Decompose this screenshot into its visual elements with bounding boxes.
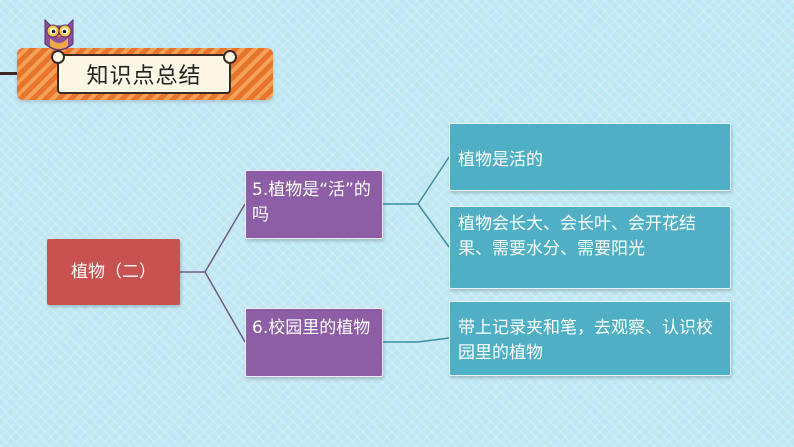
banner-line-left [0, 72, 18, 75]
owl-icon [44, 18, 74, 51]
root-node: 植物（二） [47, 239, 180, 305]
leaf-node-3: 带上记录夹和笔，去观察、认识校园里的植物 [449, 301, 731, 376]
leaf-node-1-label: 植物是活的 [458, 150, 543, 170]
branch-node-2-label: 6.校园里的植物 [252, 318, 371, 338]
connector-branch1-leaf2 [417, 203, 450, 248]
branch-node-1-label: 5.植物是“活”的吗 [252, 180, 371, 225]
leaf-node-2-label: 植物会长大、会长叶、会开花结果、需要水分、需要阳光 [458, 214, 696, 259]
leaf-node-1: 植物是活的 [449, 123, 731, 191]
title-banner-plate: 知识点总结 [51, 50, 237, 94]
branch-node-2: 6.校园里的植物 [245, 308, 383, 377]
connector-root-branch1 [180, 203, 246, 273]
leaf-node-3-label: 带上记录夹和笔，去观察、认识校园里的植物 [458, 318, 713, 363]
connector-branch1-leaf1 [383, 156, 450, 205]
root-node-label: 植物（二） [71, 261, 156, 282]
page-title: 知识点总结 [86, 64, 202, 89]
leaf-node-2: 植物会长大、会长叶、会开花结果、需要水分、需要阳光 [449, 206, 731, 289]
title-banner: 知识点总结 [17, 48, 273, 100]
connector-root-branch2 [204, 271, 246, 343]
connector-branch2-leaf3 [383, 337, 450, 343]
branch-node-1: 5.植物是“活”的吗 [245, 170, 383, 239]
